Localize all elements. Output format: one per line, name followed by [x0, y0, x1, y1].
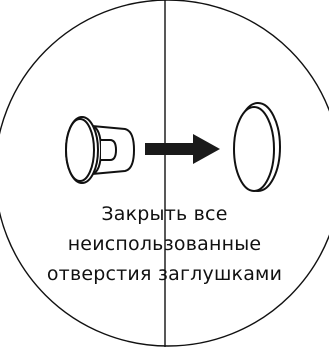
instruction-text-line-2: неиспользованные: [0, 229, 329, 259]
open-port-with-plug-icon: [66, 117, 134, 183]
instruction-text-line-1: Закрыть все: [0, 199, 329, 229]
instruction-text-line-3: отверстия заглушками: [0, 259, 329, 289]
plug-cap-icon: [234, 103, 280, 191]
right-arrow-icon: [145, 134, 220, 164]
